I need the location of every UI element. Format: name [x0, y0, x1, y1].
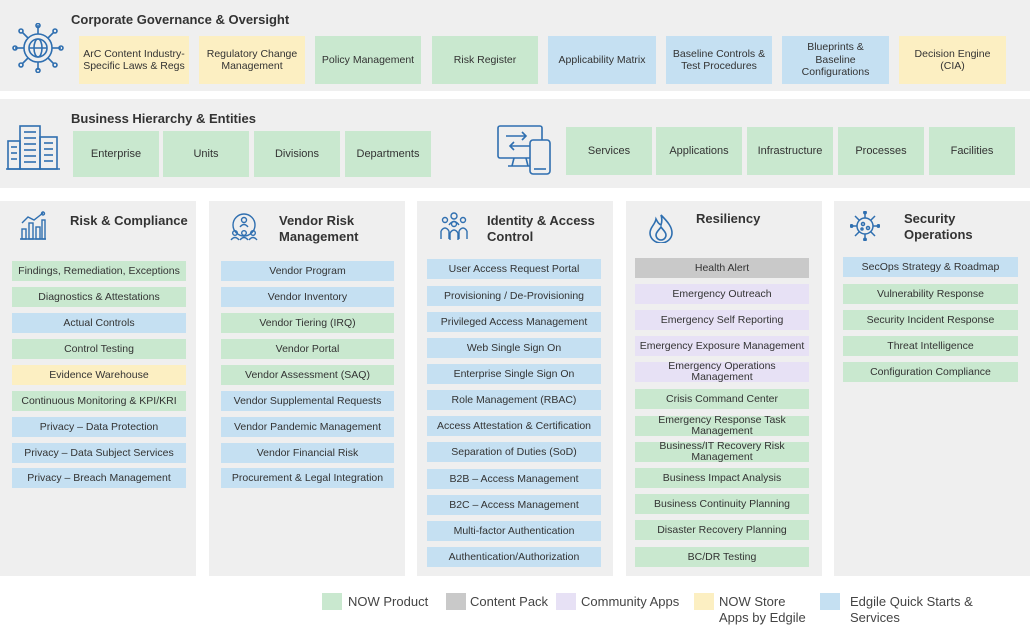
entity-box-units: Units [163, 131, 249, 177]
item-secops-strategy-roadmap: SecOps Strategy & Roadmap [843, 257, 1018, 277]
legend-label-content-pack: Content Pack [470, 594, 549, 609]
entity-box-enterprise: Enterprise [73, 131, 159, 177]
group-icon [440, 212, 468, 240]
item-procurement-legal-integration: Procurement & Legal Integration [221, 468, 394, 488]
item-privileged-access-management: Privileged Access Management [427, 312, 601, 332]
item-role-management-rbac: Role Management (RBAC) [427, 390, 601, 410]
item-crisis-command-center: Crisis Command Center [635, 389, 809, 409]
devices-icon [497, 125, 551, 175]
item-vendor-program: Vendor Program [221, 261, 394, 281]
item-b2b-access-management: B2B – Access Management [427, 469, 601, 489]
item-diagnostics-attestations: Diagnostics & Attestations [12, 287, 186, 307]
legend-label-now-product: NOW Product [348, 594, 429, 609]
business-band: Business Hierarchy & Entities Enterprise… [0, 99, 1030, 188]
legend-swatch-now-product [322, 593, 342, 610]
item-emergency-response-task-management: Emergency Response Task Management [635, 415, 809, 437]
item-vendor-assessment-saq: Vendor Assessment (SAQ) [221, 365, 394, 385]
network-people-icon [230, 213, 258, 241]
item-multi-factor-authentication: Multi-factor Authentication [427, 521, 601, 541]
governance-box-applicability-matrix: Applicability Matrix [548, 36, 656, 84]
item-provisioning-de-provisioning: Provisioning / De-Provisioning [427, 286, 601, 306]
legend-swatch-now-store-apps-by-edgile [694, 593, 714, 610]
asset-box-processes: Processes [838, 127, 924, 175]
item-separation-of-duties-sod: Separation of Duties (SoD) [427, 442, 601, 462]
item-vendor-supplemental-requests: Vendor Supplemental Requests [221, 391, 394, 411]
asset-box-infrastructure: Infrastructure [747, 127, 833, 175]
entity-box-divisions: Divisions [254, 131, 340, 177]
item-authentication-authorization: Authentication/Authorization [427, 547, 601, 567]
item-vendor-tiering-irq: Vendor Tiering (IRQ) [221, 313, 394, 333]
item-business-impact-analysis: Business Impact Analysis [635, 468, 809, 488]
governance-box-decision-engine-cia: Decision Engine (CIA) [899, 36, 1006, 84]
item-evidence-warehouse: Evidence Warehouse [12, 365, 186, 385]
legend-label-community-apps: Community Apps [581, 594, 680, 609]
item-bc-dr-testing: BC/DR Testing [635, 547, 809, 567]
asset-box-facilities: Facilities [929, 127, 1015, 175]
item-business-it-recovery-risk-management: Business/IT Recovery Risk Management [635, 441, 809, 463]
item-emergency-exposure-management: Emergency Exposure Management [635, 336, 809, 356]
governance-box-baseline-controls-test-procedures: Baseline Controls & Test Procedures [666, 36, 772, 84]
governance-box-arc-content-industry-specific-laws-regs: ArC Content Industry-Specific Laws & Reg… [79, 36, 189, 84]
column-title: Security Operations [904, 211, 973, 242]
legend-swatch-community-apps [556, 593, 576, 610]
asset-box-services: Services [566, 127, 652, 175]
business-title: Business Hierarchy & Entities [71, 111, 256, 126]
item-privacy-data-protection: Privacy – Data Protection [12, 417, 186, 437]
item-web-single-sign-on: Web Single Sign On [427, 338, 601, 358]
governance-box-blueprints-baseline-configurations: Blueprints & Baseline Configurations [782, 36, 889, 84]
governance-band: Corporate Governance & Oversight ArC Con… [0, 0, 1030, 91]
legend-swatch-edgile-quick-starts-services [820, 593, 840, 610]
column-title: Resiliency [696, 211, 761, 226]
asset-box-applications: Applications [656, 127, 742, 175]
item-security-incident-response: Security Incident Response [843, 310, 1018, 330]
governance-box-policy-management: Policy Management [315, 36, 421, 84]
item-control-testing: Control Testing [12, 339, 186, 359]
virus-icon [850, 211, 880, 241]
chart-icon [20, 211, 46, 240]
buildings-icon [6, 125, 60, 170]
item-vulnerability-response: Vulnerability Response [843, 284, 1018, 304]
item-user-access-request-portal: User Access Request Portal [427, 259, 601, 279]
item-health-alert: Health Alert [635, 258, 809, 278]
column-title: Identity & Access Control [487, 213, 595, 244]
item-enterprise-single-sign-on: Enterprise Single Sign On [427, 364, 601, 384]
legend-label-edgile-quick-starts-services: Edgile Quick Starts & Services [850, 594, 973, 625]
item-vendor-inventory: Vendor Inventory [221, 287, 394, 307]
item-vendor-financial-risk: Vendor Financial Risk [221, 443, 394, 463]
item-continuous-monitoring-kpi-kri: Continuous Monitoring & KPI/KRI [12, 391, 186, 411]
governance-box-risk-register: Risk Register [432, 36, 538, 84]
item-privacy-data-subject-services: Privacy – Data Subject Services [12, 443, 186, 463]
item-emergency-self-reporting: Emergency Self Reporting [635, 310, 809, 330]
item-emergency-outreach: Emergency Outreach [635, 284, 809, 304]
governance-globe-icon [12, 23, 64, 73]
item-privacy-breach-management: Privacy – Breach Management [12, 468, 186, 488]
item-disaster-recovery-planning: Disaster Recovery Planning [635, 520, 809, 540]
item-access-attestation-certification: Access Attestation & Certification [427, 416, 601, 436]
column-title: Risk & Compliance [70, 213, 188, 228]
item-actual-controls: Actual Controls [12, 313, 186, 333]
legend-label-now-store-apps-by-edgile: NOW Store Apps by Edgile [719, 594, 806, 625]
legend-swatch-content-pack [446, 593, 466, 610]
item-business-continuity-planning: Business Continuity Planning [635, 494, 809, 514]
entity-box-departments: Departments [345, 131, 431, 177]
item-vendor-pandemic-management: Vendor Pandemic Management [221, 417, 394, 437]
item-emergency-operations-management: Emergency Operations Management [635, 361, 809, 383]
column-title: Vendor Risk Management [279, 213, 359, 244]
governance-title: Corporate Governance & Oversight [71, 12, 290, 27]
item-vendor-portal: Vendor Portal [221, 339, 394, 359]
item-configuration-compliance: Configuration Compliance [843, 362, 1018, 382]
governance-box-regulatory-change-management: Regulatory Change Management [199, 36, 305, 84]
item-threat-intelligence: Threat Intelligence [843, 336, 1018, 356]
flame-icon [649, 214, 673, 243]
item-findings-remediation-exceptions: Findings, Remediation, Exceptions [12, 261, 186, 281]
item-b2c-access-management: B2C – Access Management [427, 495, 601, 515]
